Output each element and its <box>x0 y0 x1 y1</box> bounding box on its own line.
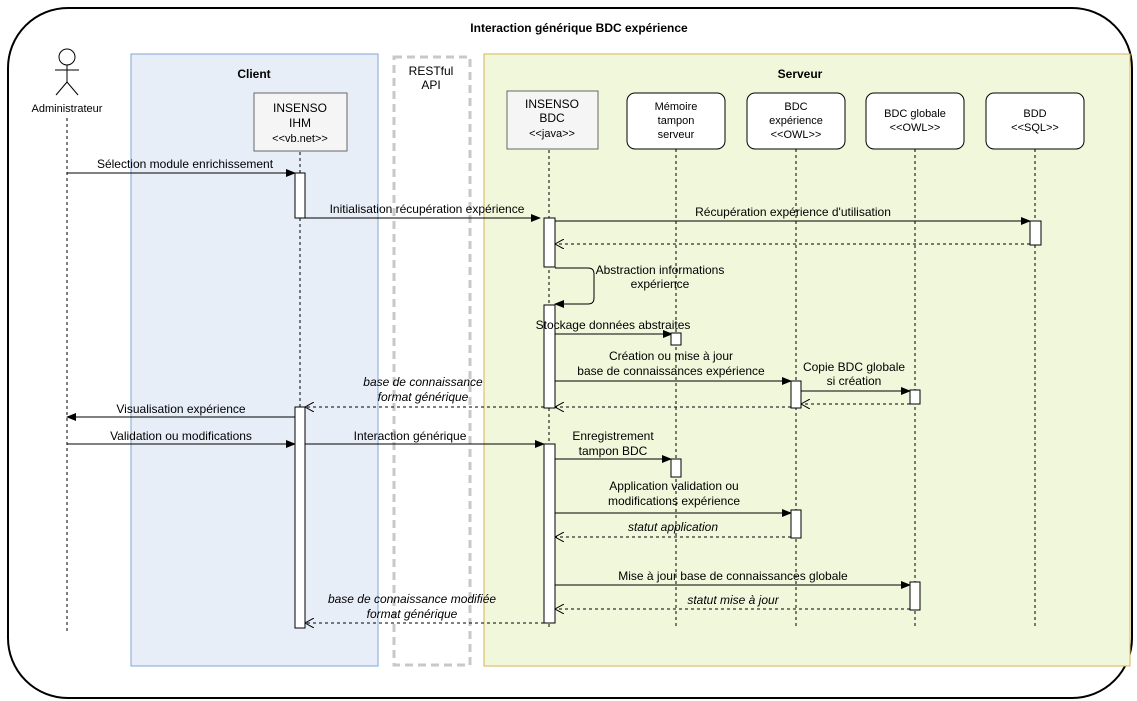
message-label: Interaction générique <box>354 429 467 443</box>
message-label: base de connaissance <box>363 375 483 389</box>
message-label: Enregistrement <box>572 429 654 443</box>
participant-box-memoire <box>626 92 726 150</box>
activation-box <box>670 332 682 346</box>
participant-label-ihm: INSENSO <box>273 101 327 115</box>
message-label: Sélection module enrichissement <box>97 157 274 171</box>
participant-label-memoire: tampon <box>658 115 695 127</box>
participant-label-bdc-experience: BDC <box>784 101 807 113</box>
participant-box-bdc-experience <box>746 92 846 150</box>
activation-box <box>670 458 682 478</box>
message-label: Mise à jour base de connaissances global… <box>618 569 848 583</box>
message-label: Création ou mise à jour <box>609 349 733 363</box>
activation-box <box>790 380 802 409</box>
activation-box <box>909 389 921 405</box>
participant-label-memoire: serveur <box>658 129 695 141</box>
activation-box <box>790 509 802 539</box>
participant-label-memoire: Mémoire <box>655 101 698 113</box>
activation-box <box>294 172 306 219</box>
restful-region-label: RESTful <box>409 64 454 78</box>
message-label: Récupération expérience d'utilisation <box>695 205 891 219</box>
restful-region <box>392 55 472 667</box>
activation-box <box>294 406 306 629</box>
stick-figure-icon <box>55 48 79 96</box>
message-label: Abstraction informations <box>596 263 725 277</box>
message-label: tampon BDC <box>579 444 648 458</box>
participant-label-ihm: <<vb.net>> <box>272 133 328 145</box>
message-label: Visualisation expérience <box>116 402 246 416</box>
server-region <box>483 53 1131 667</box>
message-label: Validation ou modifications <box>110 429 252 443</box>
participant-label-bdc-globale: BDC globale <box>884 108 946 120</box>
participant-box-bdc <box>506 90 599 150</box>
activation-box <box>543 217 556 268</box>
participant-label-bdc: <<java>> <box>529 128 575 140</box>
message-label: expérience <box>631 277 690 291</box>
message-label: base de connaissances expérience <box>577 364 765 378</box>
activation-box <box>1029 220 1042 246</box>
participant-box-bdd <box>985 92 1085 150</box>
participant-label-bdc: INSENSO <box>525 97 579 111</box>
activation-box <box>909 581 921 611</box>
actor-label: Administrateur <box>32 103 103 115</box>
message-label: Application validation ou <box>609 479 738 493</box>
client-region <box>130 53 379 667</box>
client-region-label: Client <box>237 67 270 81</box>
participant-label-bdc: BDC <box>539 111 565 125</box>
message-label: Stockage données abstraites <box>536 318 691 332</box>
server-region-label: Serveur <box>778 67 823 81</box>
message-label: format générique <box>367 607 458 621</box>
diagram-title: Interaction générique BDC expérience <box>470 21 688 35</box>
message-label: base de connaissance modifiée <box>328 592 496 606</box>
activation-box <box>543 304 556 409</box>
message-label: modifications expérience <box>608 494 740 508</box>
participant-label-bdc-globale: <<OWL>> <box>890 122 941 134</box>
message-arrow <box>554 267 595 308</box>
message-label: statut mise à jour <box>687 593 779 607</box>
participant-label-bdc-experience: <<OWL>> <box>771 129 822 141</box>
participant-box-bdc-globale <box>865 92 965 150</box>
restful-region-label: API <box>421 78 440 92</box>
participant-box-ihm <box>253 92 348 152</box>
participant-label-bdd: BDD <box>1023 108 1046 120</box>
message-label: Copie BDC globale <box>803 360 905 374</box>
message-label: si création <box>827 374 882 388</box>
activation-box <box>543 443 556 624</box>
participant-label-bdd: <<SQL>> <box>1011 122 1059 134</box>
message-label: Initialisation récupération expérience <box>330 202 525 216</box>
participant-label-ihm: IHM <box>289 116 311 130</box>
message-label: statut application <box>628 520 718 534</box>
participant-label-bdc-experience: expérience <box>769 115 823 127</box>
message-label: format générique <box>378 390 469 404</box>
